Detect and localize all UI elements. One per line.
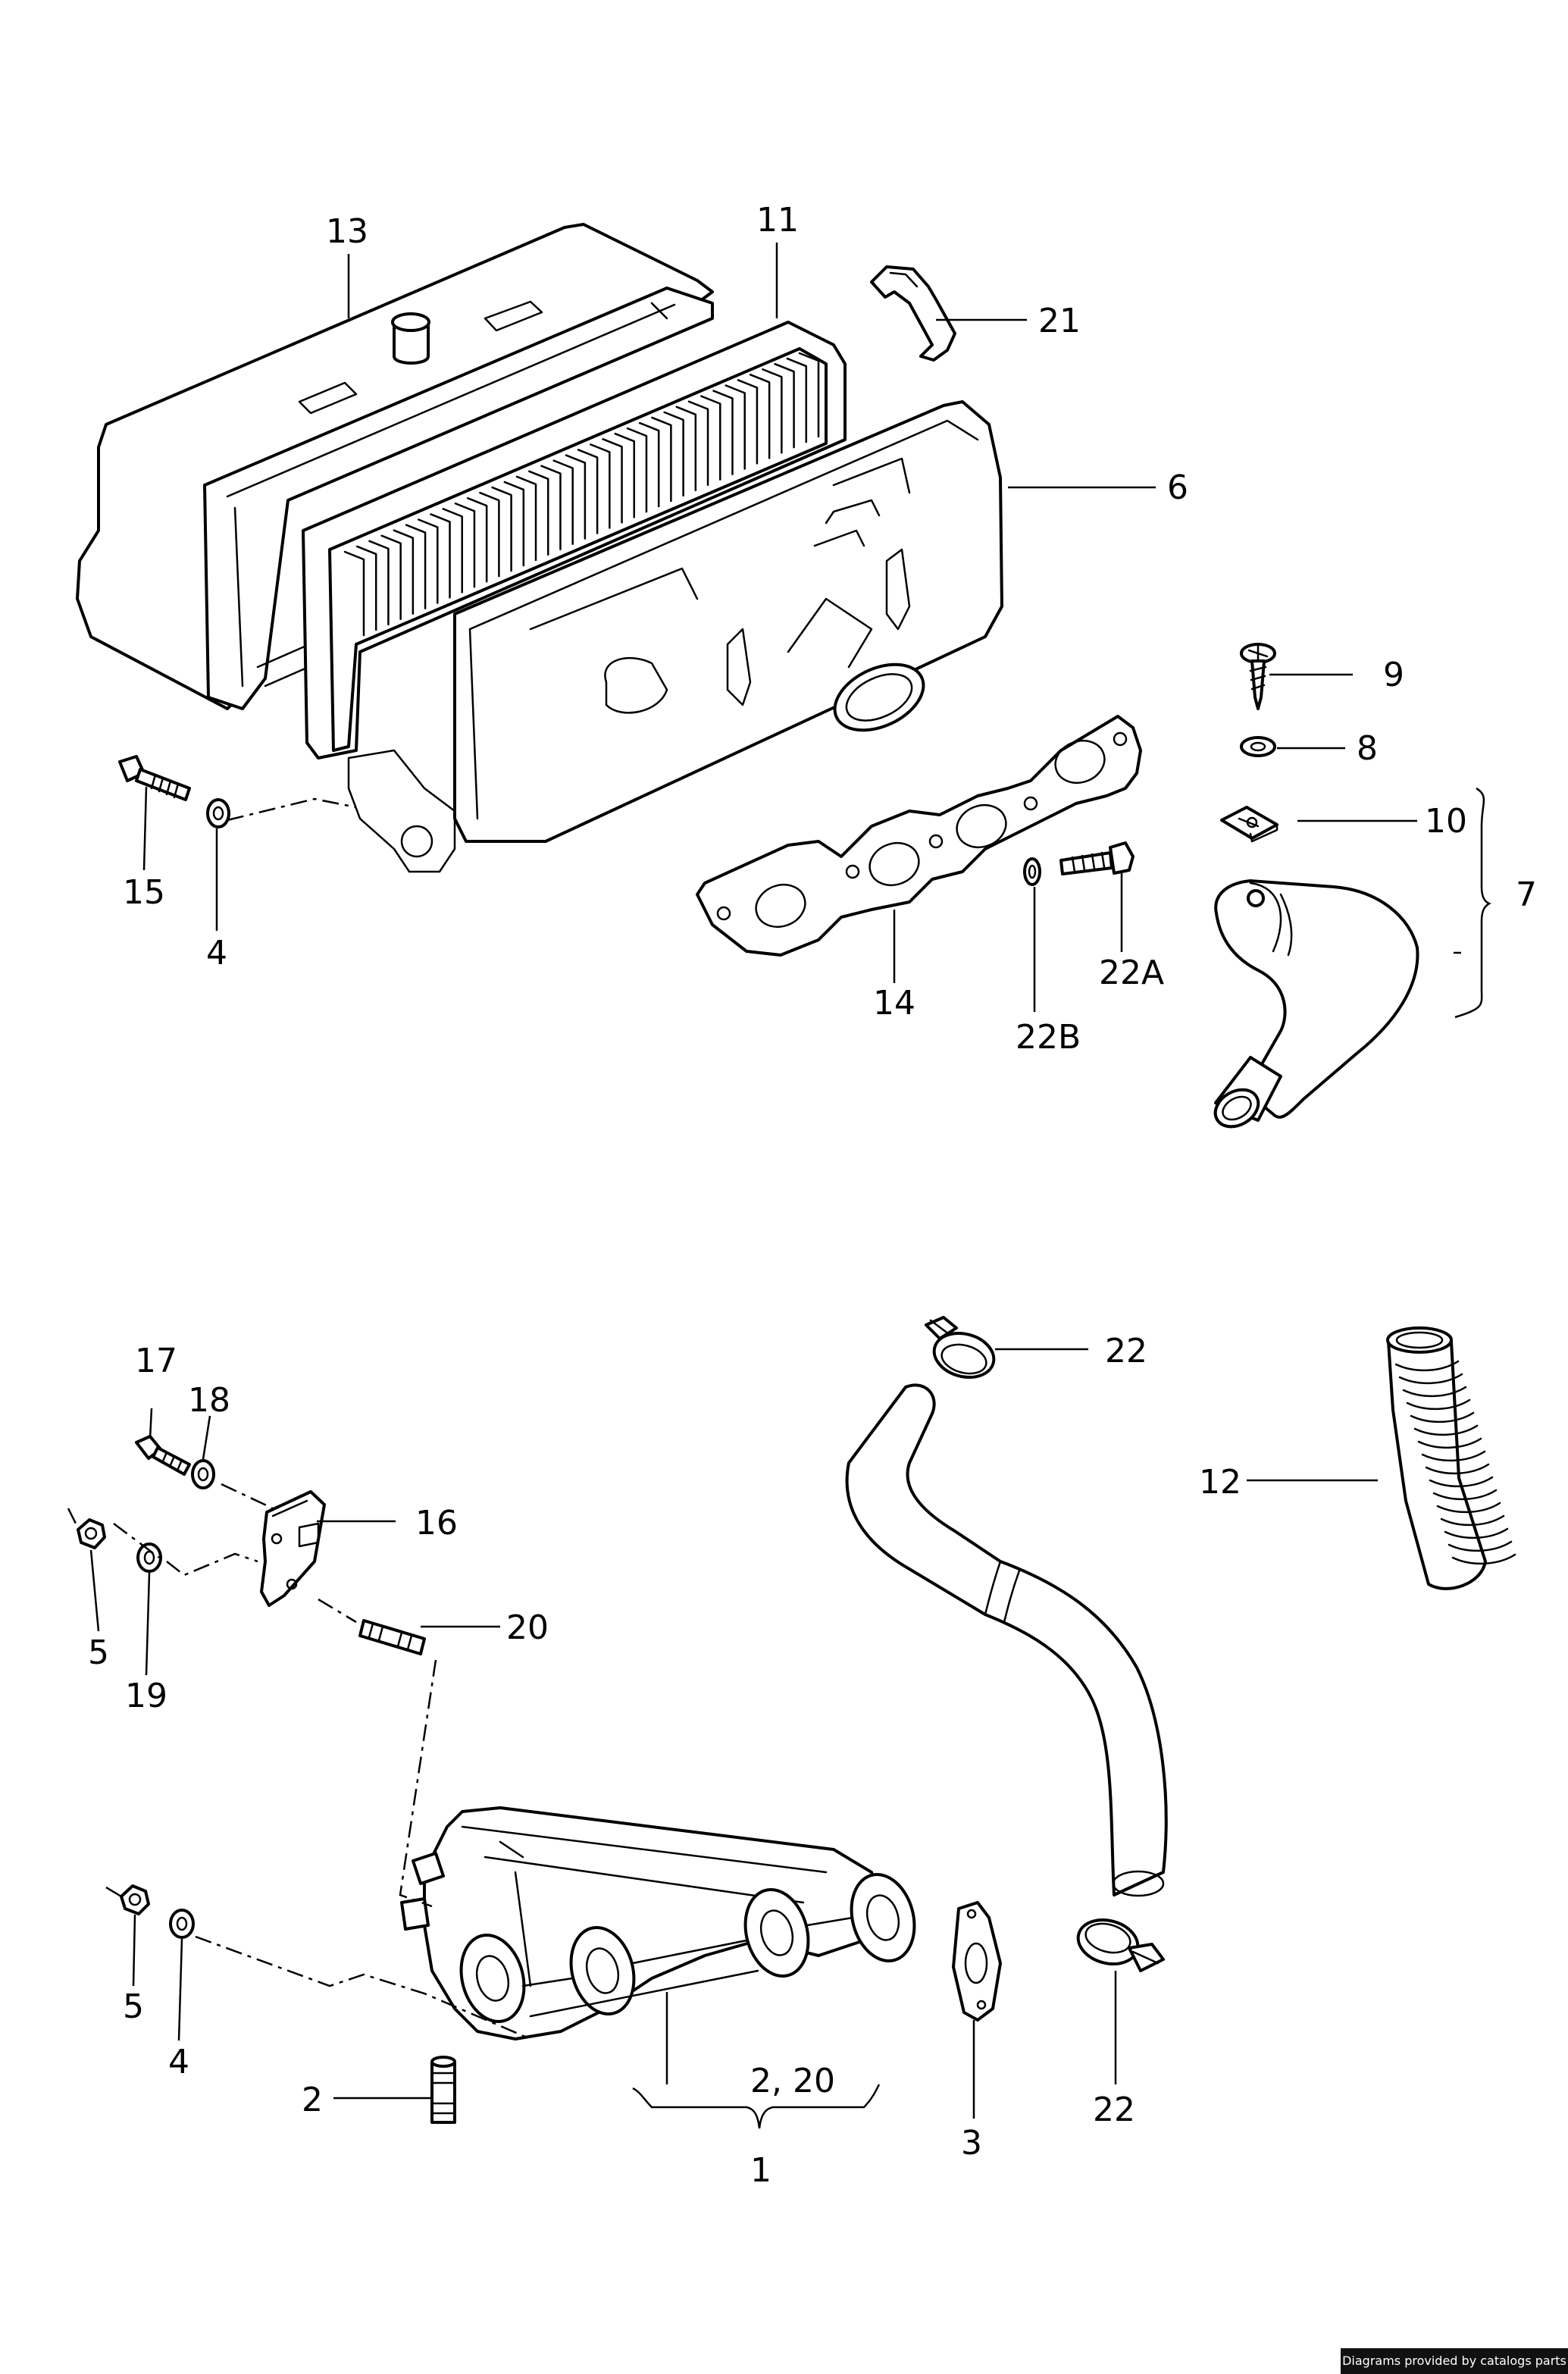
coolant-hose[interactable]	[845, 1383, 1168, 1897]
retaining-clip[interactable]	[870, 265, 956, 362]
group-bracket-1	[632, 2084, 881, 2129]
callout-19: 19	[125, 1677, 167, 1715]
callout-10: 10	[1425, 802, 1467, 841]
callout-12: 12	[1199, 1463, 1241, 1502]
stud-20[interactable]	[358, 1619, 426, 1655]
callout-3: 3	[961, 2124, 982, 2163]
callout-20: 20	[506, 1608, 549, 1647]
intake-pipe[interactable]	[1209, 879, 1419, 1134]
air-filter-housing-upper[interactable]	[76, 223, 714, 873]
nut-upper[interactable]	[77, 1518, 106, 1549]
callout-4-top: 4	[206, 934, 227, 972]
screw[interactable]	[1240, 643, 1276, 710]
washer-lower[interactable]	[169, 1909, 195, 1939]
mounting-bracket[interactable]	[260, 1490, 326, 1607]
washer-8[interactable]	[1240, 736, 1276, 757]
callout-7: 7	[1516, 875, 1537, 914]
bolt[interactable]	[118, 755, 191, 801]
callout-15: 15	[123, 873, 165, 912]
air-filter-housing-lower[interactable]	[453, 400, 1003, 843]
callout-6: 6	[1167, 468, 1188, 507]
callout-9: 9	[1383, 656, 1404, 694]
washer[interactable]	[206, 798, 230, 828]
callout-22b: 22B	[1016, 1018, 1081, 1057]
callout-2: 2	[302, 2081, 323, 2119]
dashed-lines	[67, 797, 531, 2040]
callout-22-top: 22	[1105, 1332, 1147, 1370]
callout-4-bottom: 4	[168, 2043, 189, 2081]
callout-5-top: 5	[88, 1633, 109, 1672]
hose-clamp-upper[interactable]	[925, 1316, 999, 1383]
callout-14: 14	[873, 984, 915, 1023]
group-bracket-7	[1454, 787, 1491, 1019]
bolt-17[interactable]	[135, 1435, 191, 1476]
leader-lines	[89, 243, 1461, 2119]
callout-22a: 22A	[1099, 954, 1164, 992]
gasket-3[interactable]	[952, 1901, 1002, 2022]
callout-13: 13	[326, 212, 368, 251]
clip-nut[interactable]	[1220, 806, 1278, 843]
callout-2-20: 2, 20	[750, 2062, 835, 2100]
callout-17: 17	[135, 1342, 177, 1380]
stud-2[interactable]	[430, 2056, 456, 2124]
callout-5-bottom: 5	[123, 1987, 144, 2026]
callout-18: 18	[188, 1381, 230, 1420]
callout-8: 8	[1357, 729, 1378, 768]
exhaust-manifold[interactable]	[400, 1806, 924, 2040]
washer-22b[interactable]	[1023, 857, 1041, 886]
callout-21: 21	[1038, 302, 1081, 340]
nut-lower[interactable]	[120, 1884, 150, 1915]
washer-18[interactable]	[191, 1459, 215, 1489]
gasket[interactable]	[696, 715, 1142, 957]
washer-19[interactable]	[136, 1542, 162, 1573]
hose-clamp-lower[interactable]	[1073, 1914, 1165, 1972]
callout-22-bottom: 22	[1093, 2091, 1135, 2129]
callout-16: 16	[415, 1504, 458, 1542]
bolt-22a[interactable]	[1059, 841, 1135, 875]
callout-11: 11	[756, 201, 799, 240]
callout-labels: 13 11 21 6 9 8 10 7 15 4 14 22A 22B 22 1…	[88, 201, 1537, 2190]
callout-1: 1	[750, 2151, 771, 2190]
corrugated-hose[interactable]	[1386, 1326, 1516, 1590]
air-filter-element[interactable]	[302, 321, 847, 759]
footer-credit: Diagrams provided by catalogs parts	[1341, 2348, 1568, 2374]
